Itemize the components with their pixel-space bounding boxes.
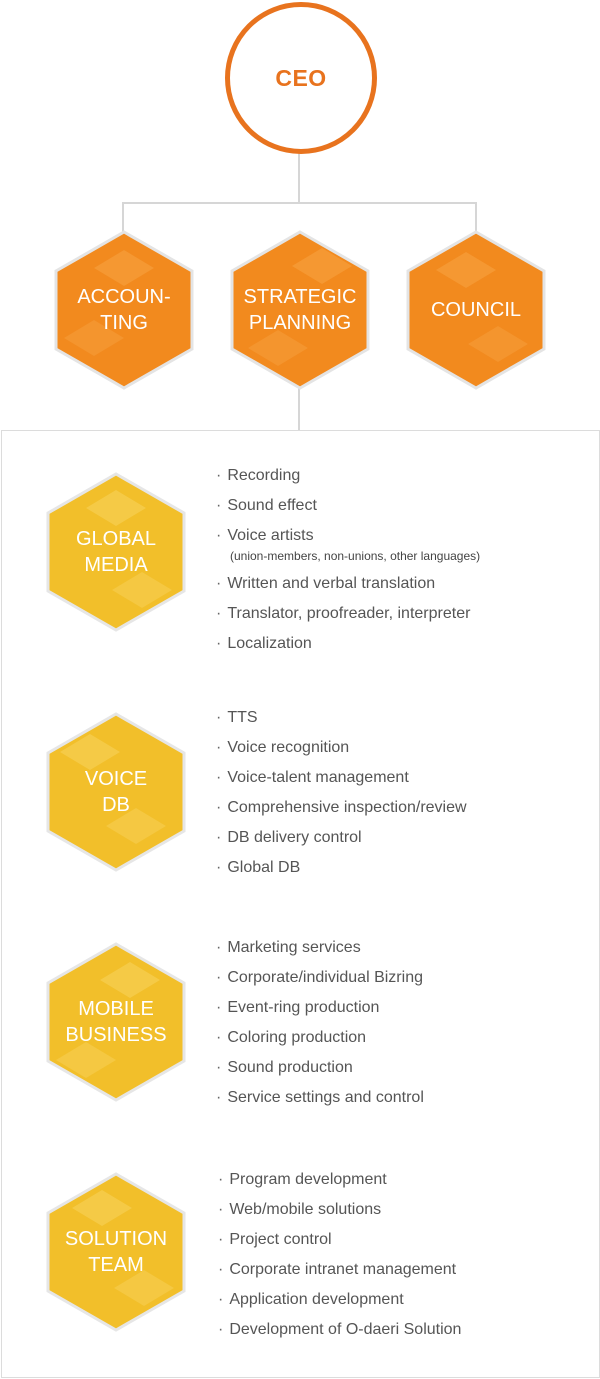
hexagon-shape (46, 1172, 186, 1332)
list-item: ·Translator, proofreader, interpreter (216, 605, 471, 622)
unit-accounting: ACCOUN-TING (54, 230, 194, 390)
unit-council: COUNCIL (406, 230, 546, 390)
list-item: ·Service settings and control (216, 1089, 424, 1106)
hexagon-shape (46, 472, 186, 632)
list-item: ·Global DB (216, 859, 301, 876)
ceo-node: CEO (225, 2, 377, 154)
connector-right (475, 202, 477, 232)
connector-strategic-down (298, 388, 300, 431)
list-item: ·Written and verbal translation (216, 575, 436, 592)
dept-solution-team-list: ·Program development ·Web/mobile solutio… (218, 1168, 461, 1348)
unit-label: ACCOUN-TING (77, 286, 171, 334)
list-item: ·Project control (218, 1231, 332, 1248)
list-item: ·Voice artists(union-members, non-unions… (216, 527, 481, 563)
list-item: ·Application development (218, 1291, 404, 1308)
list-item: ·Comprehensive inspection/review (216, 799, 467, 816)
list-item: ·Event-ring production (216, 999, 380, 1016)
list-item: ·Development of O-daeri Solution (218, 1321, 462, 1338)
list-item: ·Recording (216, 467, 301, 484)
list-item: ·Localization (216, 635, 312, 652)
list-item: ·DB delivery control (216, 829, 362, 846)
hexagon-shape (230, 230, 370, 390)
list-item: ·Sound production (216, 1059, 353, 1076)
list-item: ·Marketing services (216, 939, 361, 956)
list-item: ·TTS (216, 709, 258, 726)
dept-voice-db-list: ·TTS ·Voice recognition ·Voice-talent ma… (216, 706, 467, 886)
list-item-note: (union-members, non-unions, other langua… (230, 549, 481, 563)
list-item: ·Program development (218, 1171, 387, 1188)
list-item: ·Voice recognition (216, 739, 350, 756)
connector-left (122, 202, 124, 232)
hexagon-shape (46, 942, 186, 1102)
connector-ceo-down (298, 148, 300, 204)
ceo-label: CEO (275, 64, 327, 91)
dept-global-media-list: ·Recording ·Sound effect ·Voice artists(… (216, 464, 480, 662)
unit-label: COUNCIL (430, 299, 521, 321)
list-item: ·Coloring production (216, 1029, 367, 1046)
list-item: ·Voice-talent management (216, 769, 409, 786)
list-item: ·Web/mobile solutions (218, 1201, 382, 1218)
list-item: ·Corporate/individual Bizring (216, 969, 423, 986)
hexagon-shape (54, 230, 194, 390)
dept-mobile-business-list: ·Marketing services ·Corporate/individua… (216, 936, 424, 1116)
list-item: ·Corporate intranet management (218, 1261, 457, 1278)
connector-horizontal (122, 202, 477, 204)
list-item: ·Sound effect (216, 497, 317, 514)
hexagon-shape (406, 230, 546, 390)
hexagon-shape (46, 712, 186, 872)
